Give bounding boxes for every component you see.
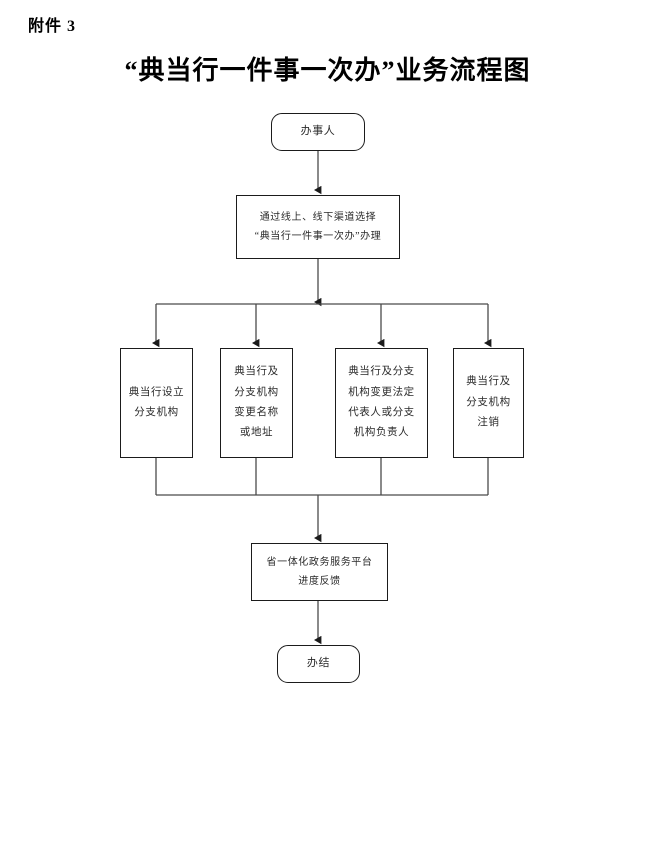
attachment-label: 附件 3	[28, 18, 77, 35]
node-branch-setup-line-1: 分支机构	[134, 407, 179, 418]
node-legal-representative-change[interactable]: 典当行及分支 机构变更法定 代表人或分支 机构负责人	[335, 348, 428, 458]
node-cancel-line-0: 典当行及	[466, 376, 511, 388]
node-branch-setup[interactable]: 典当行设立 分支机构	[120, 348, 193, 458]
node-applicant[interactable]: 办事人	[271, 113, 365, 151]
node-legal-rep-line-2: 代表人或分支	[348, 407, 415, 418]
node-cancel-line-2: 注销	[477, 417, 500, 429]
node-name-change-line-1: 分支机构	[234, 386, 279, 398]
node-legal-rep-line-1: 机构变更法定	[348, 386, 415, 398]
node-applicant-line-0: 办事人	[300, 125, 336, 138]
node-name-change-line-2: 变更名称	[234, 407, 279, 418]
node-cancel-line-1: 分支机构	[466, 396, 511, 408]
node-service-platform-feedback[interactable]: 省一体化政务服务平台 进度反馈	[251, 543, 388, 601]
node-channel-line-0: 通过线上、线下渠道选择	[259, 211, 377, 223]
node-platform-line-0: 省一体化政务服务平台	[266, 556, 373, 568]
node-channel-line-1: “典当行一件事一次办”办理	[254, 231, 382, 242]
node-cancellation[interactable]: 典当行及 分支机构 注销	[453, 348, 524, 458]
node-legal-rep-line-3: 机构负责人	[353, 427, 410, 439]
node-name-change-line-0: 典当行及	[234, 366, 279, 378]
node-legal-rep-line-0: 典当行及分支	[348, 366, 415, 378]
node-platform-line-1: 进度反馈	[298, 576, 341, 587]
node-completed[interactable]: 办结	[277, 645, 360, 683]
node-branch-setup-line-0: 典当行设立	[128, 386, 185, 398]
node-channel-selection[interactable]: 通过线上、线下渠道选择 “典当行一件事一次办”办理	[236, 195, 400, 259]
node-done-line-0: 办结	[306, 657, 331, 670]
node-name-change-line-3: 或地址	[239, 427, 274, 439]
page-title: “典当行一件事一次办”业务流程图	[124, 56, 531, 85]
node-name-address-change[interactable]: 典当行及 分支机构 变更名称 或地址	[220, 348, 293, 458]
